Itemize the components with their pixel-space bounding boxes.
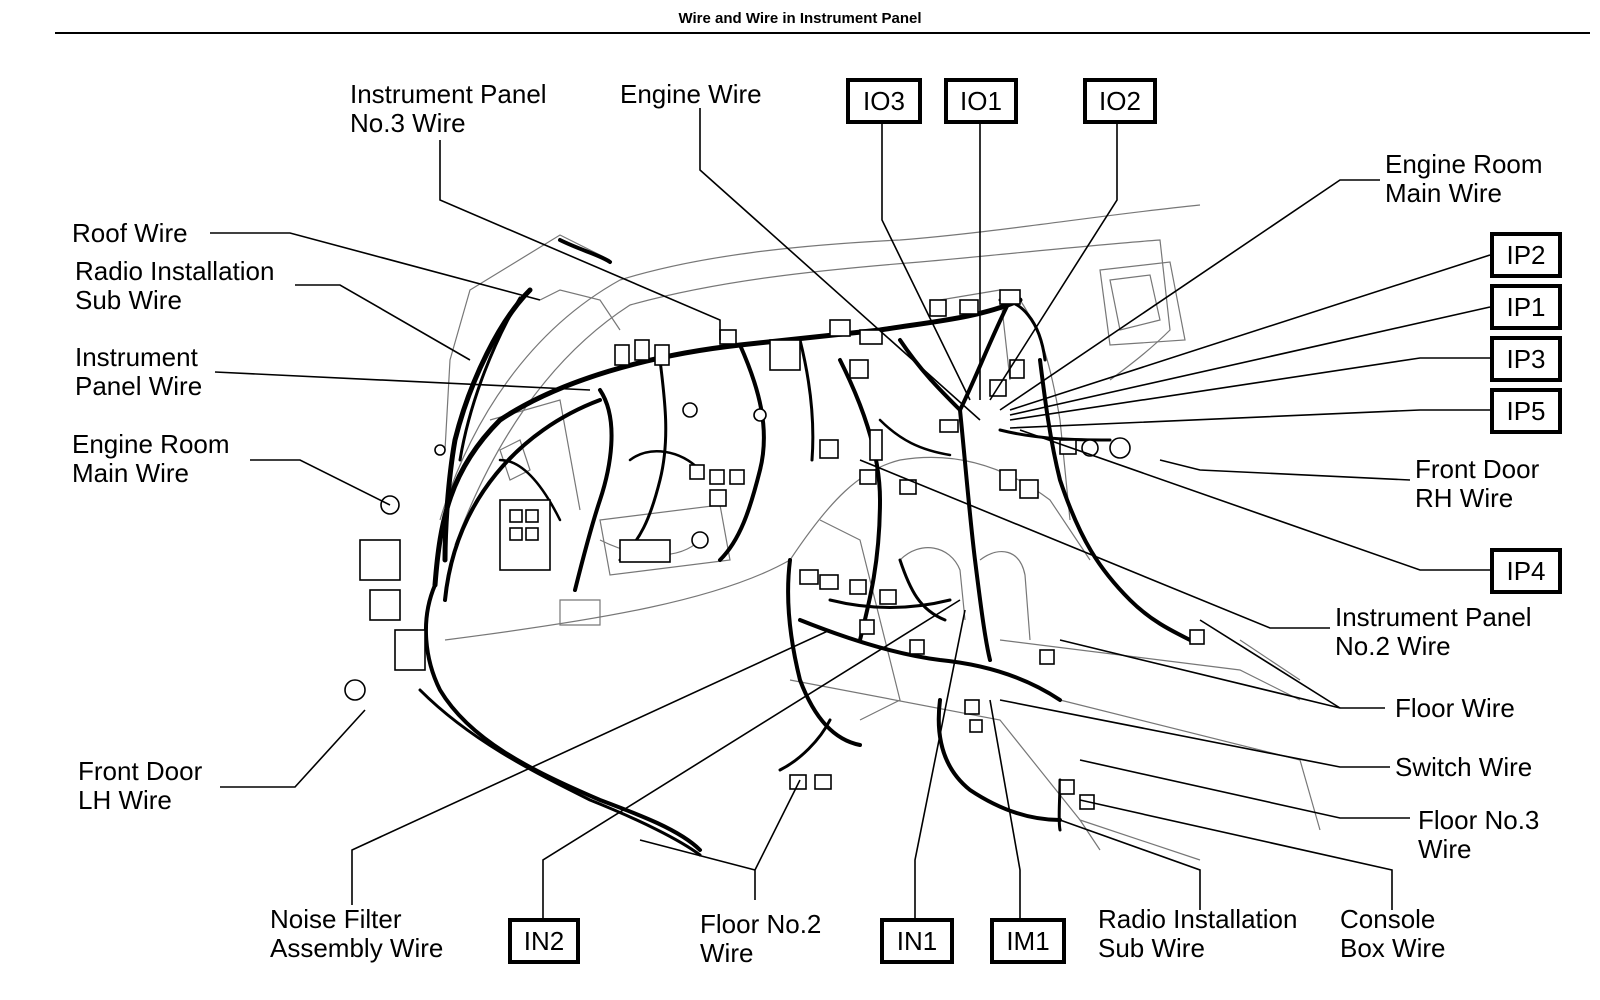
- label-switch-wire: Switch Wire: [1395, 752, 1533, 782]
- page-title: Wire and Wire in Instrument Panel: [678, 10, 922, 27]
- title-rule: [55, 32, 1590, 34]
- label-radio-installation-sub-wire-bottom: Radio Installation Sub Wire: [1098, 904, 1298, 963]
- connector-ip4: IP4: [1490, 548, 1562, 594]
- wire-harness: [418, 238, 1192, 857]
- connector-im1: IM1: [990, 918, 1066, 964]
- connector-io3: IO3: [846, 78, 922, 124]
- label-console-box-wire: Console Box Wire: [1340, 904, 1446, 963]
- connector-io2: IO2: [1083, 78, 1157, 124]
- label-instrument-panel-no2-wire: Instrument Panel No.2 Wire: [1335, 602, 1532, 661]
- label-noise-filter-assembly-wire: Noise Filter Assembly Wire: [270, 904, 444, 963]
- connector-ip1: IP1: [1490, 284, 1562, 330]
- label-engine-room-main-wire-right: Engine Room Main Wire: [1385, 149, 1543, 208]
- label-front-door-lh-wire: Front Door LH Wire: [78, 756, 203, 815]
- connector-ip5: IP5: [1490, 388, 1562, 434]
- harness-connectors: [344, 289, 1205, 810]
- label-engine-wire: Engine Wire: [620, 79, 762, 109]
- connector-ip3: IP3: [1490, 336, 1562, 382]
- label-instrument-panel-no3-wire: Instrument Panel No.3 Wire: [350, 79, 547, 138]
- label-floor-wire: Floor Wire: [1395, 693, 1515, 723]
- label-floor-no3-wire: Floor No.3 Wire: [1418, 805, 1540, 864]
- label-front-door-rh-wire: Front Door RH Wire: [1415, 454, 1540, 513]
- connector-ip2: IP2: [1490, 232, 1562, 278]
- label-radio-installation-sub-wire-left: Radio Installation Sub Wire: [75, 256, 275, 315]
- label-roof-wire: Roof Wire: [72, 218, 188, 248]
- connector-in1: IN1: [880, 918, 954, 964]
- leader-lines: [210, 108, 1491, 918]
- label-instrument-panel-wire: Instrument Panel Wire: [75, 342, 203, 401]
- connector-in2: IN2: [508, 918, 580, 964]
- connector-io1: IO1: [944, 78, 1018, 124]
- label-engine-room-main-wire-left: Engine Room Main Wire: [72, 429, 230, 488]
- label-floor-no2-wire: Floor No.2 Wire: [700, 909, 822, 968]
